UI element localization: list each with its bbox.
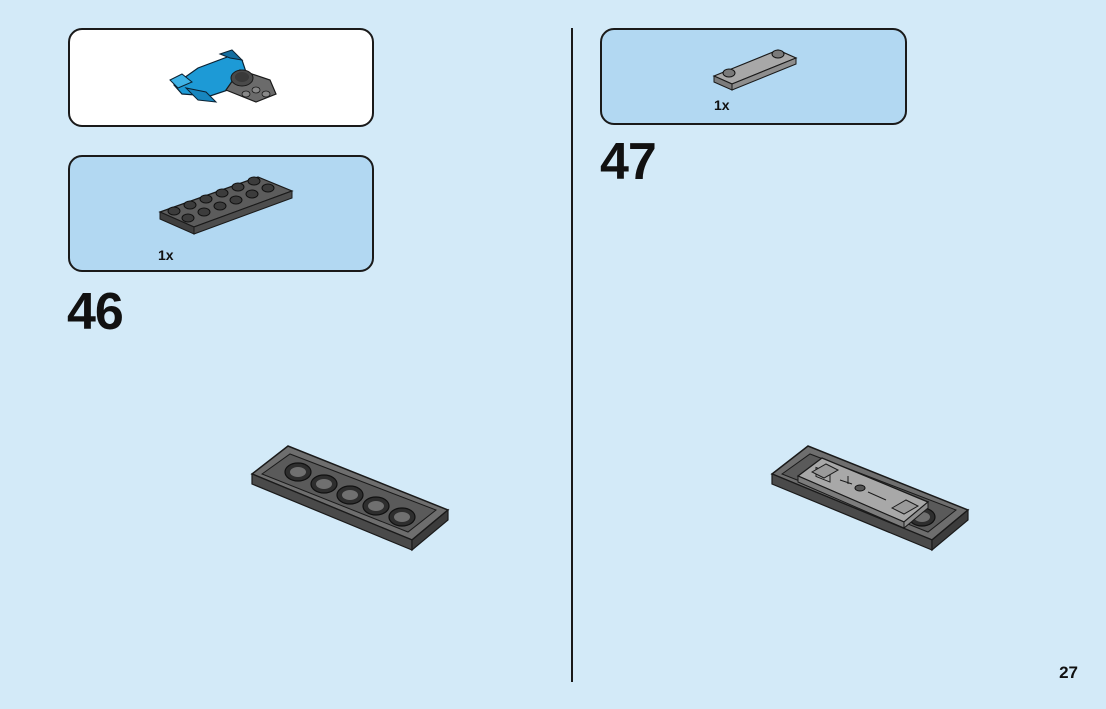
parts-callout-step-46: 1x <box>68 155 374 272</box>
step-47-model-image <box>770 445 970 552</box>
step-number-47: 47 <box>600 133 657 191</box>
gray-1x4-tile-image <box>712 49 798 91</box>
dark-gray-2x6-plate-image <box>158 176 294 235</box>
step-number-46: 46 <box>67 283 124 341</box>
page-divider <box>571 28 573 682</box>
part-quantity: 1x <box>714 97 730 113</box>
step-46-model-image <box>250 445 450 552</box>
parts-callout-step-47: 1x <box>600 28 907 125</box>
blue-jet-submodel-image <box>169 49 277 103</box>
part-quantity: 1x <box>158 247 174 263</box>
submodel-callout <box>68 28 374 127</box>
page-number: 27 <box>1059 663 1078 682</box>
